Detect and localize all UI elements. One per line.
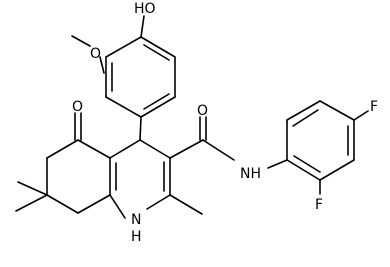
ring-nh-hydrogen-label: H xyxy=(131,229,142,245)
methoxy-oxygen-label: O xyxy=(90,46,101,62)
bond xyxy=(146,194,171,210)
bond xyxy=(169,194,203,215)
bonds xyxy=(15,15,369,219)
bond xyxy=(140,15,145,38)
bond xyxy=(319,159,355,181)
bond xyxy=(105,96,142,118)
bond xyxy=(99,56,105,74)
amide-oxygen-label: O xyxy=(197,103,208,119)
bond xyxy=(140,36,176,58)
bond xyxy=(143,44,170,61)
bond xyxy=(71,35,91,47)
atom-labels: HO O O O NH F F N H xyxy=(72,1,378,245)
bond xyxy=(202,139,235,161)
bond xyxy=(139,139,171,159)
bond xyxy=(109,139,141,159)
amide-nh-label: NH xyxy=(240,166,261,182)
bond xyxy=(286,159,321,181)
bond xyxy=(105,36,142,58)
bond xyxy=(15,194,48,212)
bond xyxy=(46,139,79,159)
bond xyxy=(46,194,79,214)
bond xyxy=(17,181,48,196)
bond xyxy=(139,116,142,141)
hydroxyl-label: HO xyxy=(134,1,156,17)
bond xyxy=(286,100,321,121)
bond xyxy=(77,139,111,159)
bond xyxy=(293,155,321,173)
fluorine-para-label: F xyxy=(370,99,378,115)
bond xyxy=(143,93,170,110)
bond xyxy=(319,100,355,121)
bond xyxy=(77,194,111,214)
bond xyxy=(169,139,204,159)
bond xyxy=(353,110,369,121)
bond xyxy=(109,194,126,219)
bond xyxy=(140,96,176,118)
ring-nitrogen-label: N xyxy=(131,212,141,228)
keto-oxygen-label: O xyxy=(72,99,83,115)
bond xyxy=(267,159,288,169)
fluorine-ortho-label: F xyxy=(315,197,323,213)
bond xyxy=(292,109,319,127)
